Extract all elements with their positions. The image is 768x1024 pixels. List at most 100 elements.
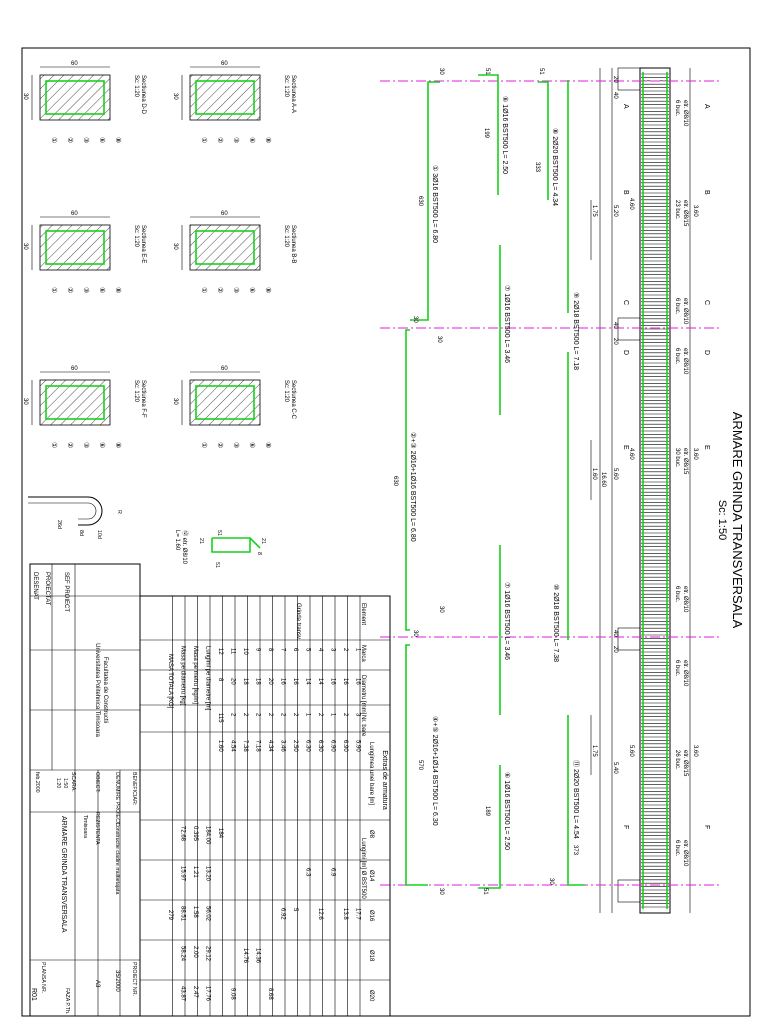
dim-value: 4.60 [628,448,634,460]
dim-value: 3.60 [692,448,698,460]
section-scale: Sc: 1:20 [133,75,139,98]
stirrup-label: ⑫ etr. Ø8/10 [181,530,189,565]
table-footer-label: Masa pe diametru [kg] [180,646,186,706]
table-footer-value: 88.51 [180,906,186,922]
stirrup-dim: 51 [214,562,220,568]
stirrup-note: etr. Ø8/10 [682,660,688,687]
bar-mark: ② [216,287,224,293]
scara-value: 1:50 [62,778,68,788]
stirrup-note: etr. Ø8/10 [682,840,688,867]
bar-dim: 570 [417,760,423,771]
table-footer-value: 58.24 [180,946,186,962]
table-cell: 6.90 [342,740,348,752]
bar-shape [478,74,499,195]
table-title: Extras de armatura [381,750,388,810]
bar-shape [478,765,501,889]
section-stirrup [45,80,105,115]
table-cell: 7.18 [255,740,261,752]
section-width: 60 [221,211,228,217]
dim-value: 5.20 [612,205,618,217]
section-width: 60 [71,61,78,67]
section-width: 60 [221,366,228,372]
bar-shape [567,715,585,886]
stirrup-shape [211,537,251,553]
dim-value: 1.75 [591,745,597,757]
table-element: Grinda transv. [295,603,301,641]
table-cell: 9.08 [230,988,236,1000]
bar-mark: ③ [232,442,240,448]
proiect-nr-label: PROIECT NR. [131,962,137,996]
table-cell: 1 [305,713,311,717]
stirrup-count: 30 buc. [674,448,680,468]
bar-mark: ⑧ [114,442,122,448]
bar-shape [410,81,440,321]
section-scale: Sc: 1:20 [133,225,139,248]
section-scale: Sc: 1:20 [283,225,289,248]
bar-mark: ③ [82,287,90,293]
section-height: 30 [22,243,28,250]
bar-dim: 333 [534,162,540,173]
section-name: Sectiunea F-F [140,380,146,418]
dim-value: 16.60 [600,472,606,488]
hook-shape [28,496,103,526]
table-cell: 2 [230,713,236,717]
hook-dim: 30 [438,888,444,895]
bar-label: ⑧ 2Ø20 BST500 L= 4.34 [551,128,559,206]
table-cell: 6.9 [330,868,336,877]
dim-value: 5.40 [612,762,618,774]
table-footer-label: Masa pe metru [kg/m] [192,646,198,704]
section-stirrup [195,80,255,115]
dim-value: 3.60 [692,745,698,757]
bar-mark: ① [50,287,58,293]
stirrup-note: etr. Ø8/15 [682,750,688,777]
bar-label: ⑦ 1Ø16 BST500 L= 3.46 [503,285,511,363]
table-cell: 4 [317,648,323,652]
table-header-element: Element [360,603,366,625]
bar-mark: ② [66,137,74,143]
bar-dim: 373 [572,845,578,856]
bar-label: ②+③ 2Ø16+1Ø16 BST500 L= 6.80 [409,432,417,542]
proiect-nr-value: 35/2000 [114,970,120,992]
bar-mark: ⑥ [98,137,106,143]
section-scale: Sc: 1:20 [133,380,139,403]
section-cut-markers: A A B B C C D D E E F F [622,104,710,829]
bar-mark: ② [216,442,224,448]
beam-elevation [599,67,691,914]
table-cell: 6.90 [330,740,336,752]
section-cut-label: C [622,300,629,305]
table-cell: 115 [217,713,223,723]
table-cell: 2 [292,713,298,717]
bar-mark: ① [50,442,58,448]
hook-dim: 30 [438,606,444,613]
stirrup-count: 23 buc. [674,200,680,220]
section-name: Sectiunea D-D [140,75,146,115]
stirrup-notes: etr. Ø8/10 6 buc. etr. Ø8/15 23 buc. etr. … [674,100,688,867]
bar-mark: ⑥ [248,137,256,143]
middle-dims: 1.75 1.60 1.75 [590,200,597,775]
hook-dim: 51 [482,888,488,895]
table-cell: 1.60 [217,740,223,752]
faza-label: FAZA P.Th. [64,988,70,1014]
bar-mark: ⑧ [264,442,272,448]
section-hatch [189,74,261,121]
bar-dim: 630 [417,196,423,207]
bar-mark: ③ [82,137,90,143]
table-cell: 5.90 [355,740,361,752]
support-column [617,879,641,903]
section-scale: Sc: 1:20 [283,75,289,98]
section-width: 60 [221,61,228,67]
stirrup-dim: 21 [260,538,266,544]
university-name: Universitatea Politehnica Timisoara [94,643,100,737]
obiect-label: OBIECT: [94,772,100,793]
table-footer-value: 13.20 [205,866,211,882]
stirrup-count: 6 buc. [674,348,680,365]
table-footer-value: 15.97 [180,866,186,882]
stirrup-dim: 21 [198,538,204,544]
section-cut-label: A [622,104,629,109]
table-cell: 20 [267,678,273,685]
table-header-lungimi: Lungimi [m] Ø BST500 [360,838,366,899]
bar-mark: ③ [232,287,240,293]
